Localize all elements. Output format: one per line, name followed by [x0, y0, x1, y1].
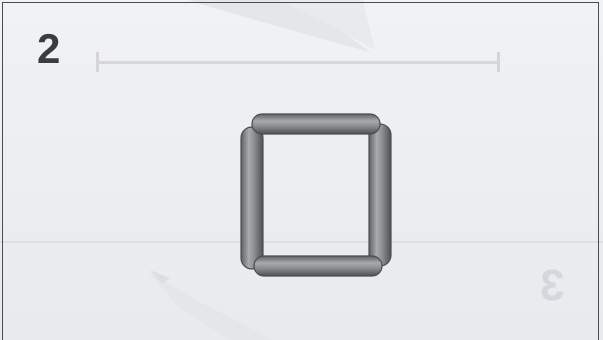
show-through-step-number: 3	[540, 264, 564, 308]
scale-bar	[96, 52, 500, 72]
right-rod	[369, 124, 391, 266]
left-rod	[241, 127, 263, 269]
bottom-rod	[254, 256, 382, 276]
top-rod	[252, 114, 380, 134]
scale-bar-right-cap	[497, 52, 500, 72]
step-number: 2	[37, 28, 60, 70]
scale-bar-line	[98, 61, 498, 64]
four-rods-square-icon	[236, 110, 396, 280]
